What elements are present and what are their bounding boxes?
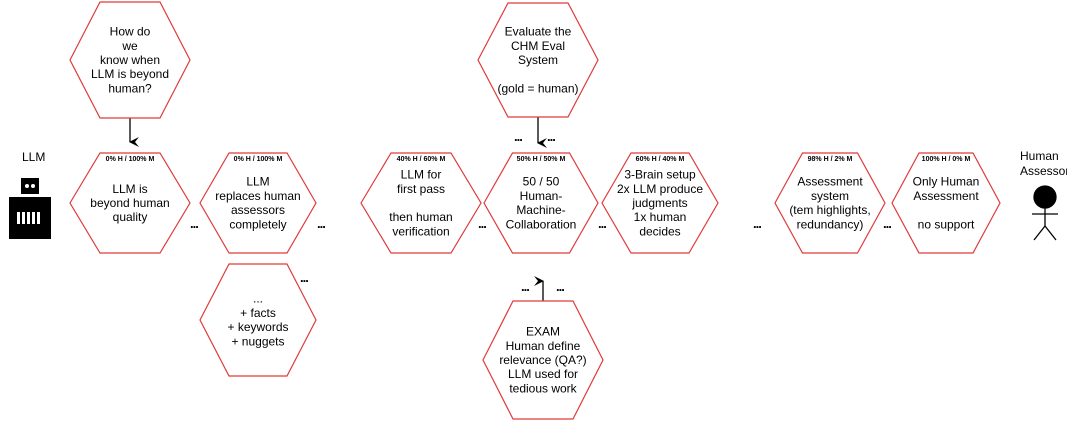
hexagon-text-line: Human- bbox=[520, 189, 563, 203]
hexagon-text-line: (tem highlights, bbox=[789, 203, 870, 217]
hexagon-text-line: first pass bbox=[397, 182, 445, 196]
ellipsis-marker: ... bbox=[547, 129, 555, 144]
hexagon-text-line: relevance (QA?) bbox=[499, 353, 586, 367]
human-actor-label-line-2: Assessor bbox=[1020, 164, 1067, 178]
hexagon-text-line: Only Human bbox=[913, 175, 980, 189]
hexagon-text-line: + keywords bbox=[227, 320, 288, 334]
hexagon-text-line: CHM Eval bbox=[511, 39, 565, 53]
hexagon-ratio-label: 60% H / 40% M bbox=[636, 156, 685, 163]
hexagon-shape bbox=[69, 152, 191, 254]
hexagon-shape bbox=[774, 152, 886, 254]
hexagon-shape bbox=[360, 152, 482, 254]
hexagon-text-line: we bbox=[121, 39, 138, 53]
hexagon-text-line: + nuggets bbox=[231, 334, 284, 348]
llm-actor-label: LLM bbox=[22, 150, 45, 164]
hexagon-ratio-label: 98% H / 2% M bbox=[808, 156, 853, 163]
hexagon-text-line: Human define bbox=[506, 339, 581, 353]
hexagon-text-line: Evaluate the bbox=[505, 25, 572, 39]
hexagon-text-line: 3-Brain setup bbox=[624, 168, 696, 182]
ellipsis-marker: ... bbox=[190, 216, 198, 231]
ellipsis-marker: ... bbox=[317, 216, 325, 231]
hexagon-shape bbox=[482, 300, 604, 420]
hexagon-text-line: LLM for bbox=[401, 168, 442, 182]
ellipsis-marker: ... bbox=[883, 216, 891, 231]
hexagon-shape bbox=[483, 152, 599, 254]
hexagon-text-line: assessors bbox=[231, 203, 285, 217]
hexagon-text-line: LLM used for bbox=[508, 367, 578, 381]
hexagon-text-line: LLM is beyond bbox=[91, 67, 169, 81]
hexagon-text-line: system bbox=[811, 189, 849, 203]
ellipsis-marker: ... bbox=[514, 129, 522, 144]
hexagon-ratio-label: 100% H / 0% M bbox=[922, 156, 971, 163]
hexagon-text-line: tedious work bbox=[509, 381, 577, 395]
hexagon-text-line: + facts bbox=[240, 306, 276, 320]
hexagon-text-line: Assessment bbox=[913, 189, 979, 203]
human-actor-label-line-1: Human bbox=[1020, 149, 1059, 163]
hexagon-text-line: LLM bbox=[246, 175, 269, 189]
hexagon-shape bbox=[69, 1, 191, 119]
ellipsis-marker: ... bbox=[521, 279, 529, 294]
hexagon-text-line: ... bbox=[253, 292, 263, 306]
ellipsis-marker: ... bbox=[598, 216, 606, 231]
hexagon-text-line: then human bbox=[389, 210, 452, 224]
hexagon-shape bbox=[891, 152, 1001, 254]
hexagon-text-line: 50 / 50 bbox=[523, 175, 560, 189]
hexagon-ratio-label: 0% H / 100% M bbox=[234, 156, 283, 163]
hexagon-text-line: LLM is bbox=[112, 182, 147, 196]
hexagon-text-line: How do bbox=[110, 25, 151, 39]
hexagon-text-line: EXAM bbox=[526, 325, 560, 339]
ellipsis-marker: ... bbox=[478, 216, 486, 231]
hexagon-text-line: beyond human bbox=[90, 196, 169, 210]
hexagon-facts-keywords: ...+ facts+ keywords+ nuggets bbox=[199, 263, 317, 377]
hexagon-text-line: redundancy) bbox=[797, 217, 864, 231]
hexagon-text-line: 1x human bbox=[634, 210, 687, 224]
hexagon-shape bbox=[199, 263, 317, 377]
hexagon-text-line: 2x LLM produce bbox=[617, 182, 703, 196]
hexagon-text-line: human? bbox=[108, 81, 152, 95]
hexagon-text-line: Collaboration bbox=[506, 217, 577, 231]
ellipsis-marker: ... bbox=[300, 270, 308, 285]
hexagon-text-line: quality bbox=[113, 210, 148, 224]
hexagon-ratio-label: 50% H / 50% M bbox=[517, 156, 566, 163]
hexagon-text-line: judgments bbox=[631, 196, 687, 210]
hexagon-text-line: Assessment bbox=[797, 175, 863, 189]
hexagon-fifty-fifty: 50% H / 50% M 50 / 50Human-Machine-Collab… bbox=[483, 152, 599, 254]
hexagon-shape bbox=[199, 152, 317, 254]
hexagon-shape bbox=[477, 2, 599, 118]
hexagon-shape bbox=[601, 152, 719, 254]
robot-icon bbox=[9, 178, 51, 239]
hexagon-text-line: Machine- bbox=[516, 203, 565, 217]
hexagon-text-line: System bbox=[518, 53, 558, 67]
hexagon-ratio-label: 40% H / 60% M bbox=[397, 156, 446, 163]
hexagon-text-line: replaces human bbox=[215, 189, 300, 203]
hexagon-text-line: no support bbox=[918, 217, 975, 231]
hexagon-ratio-label: 0% H / 100% M bbox=[106, 156, 155, 163]
stick-figure-icon bbox=[1032, 185, 1058, 241]
ellipsis-marker: ... bbox=[556, 279, 564, 294]
hexagon-text-line: verification bbox=[392, 224, 449, 238]
hexagon-text-line: know when bbox=[100, 53, 160, 67]
hexagon-text-line: decides bbox=[639, 224, 680, 238]
ellipsis-marker: ... bbox=[753, 216, 761, 231]
hexagon-text-line: (gold = human) bbox=[497, 81, 578, 95]
hexagon-text-line: completely bbox=[229, 217, 286, 231]
